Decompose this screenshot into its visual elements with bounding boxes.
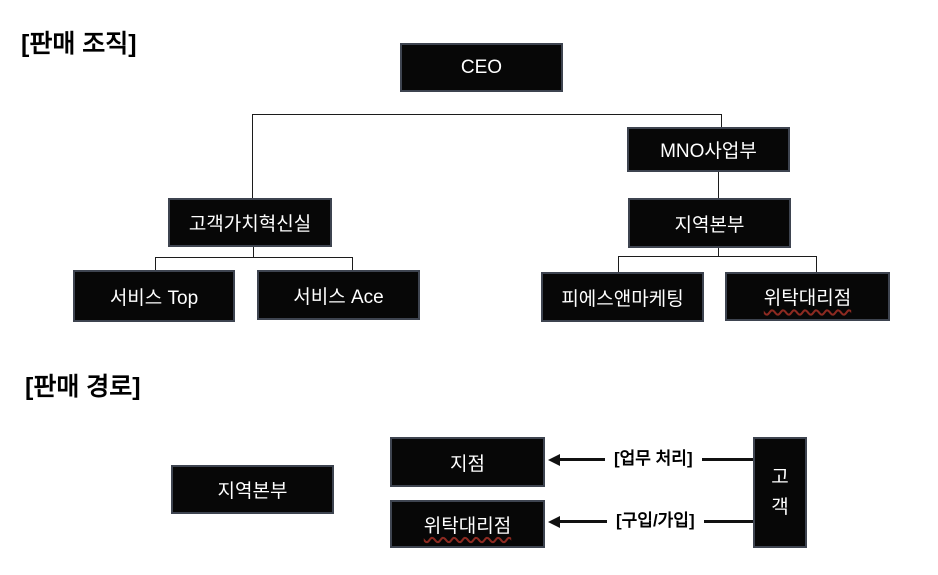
connector-line xyxy=(717,172,719,198)
left-arrowhead-icon xyxy=(548,515,560,528)
channel-node-regional-hq-label: 지역본부 xyxy=(217,481,288,502)
connector-line xyxy=(815,256,817,272)
org-node-regional-hq: 지역본부 xyxy=(628,198,791,248)
org-node-ceo: CEO xyxy=(400,43,563,92)
connector-line xyxy=(351,257,353,271)
connector-line xyxy=(617,256,619,272)
org-node-ps-marketing: 피에스앤마케팅 xyxy=(541,272,704,322)
org-node-ps-marketing-label: 피에스앤마케팅 xyxy=(561,288,684,310)
org-node-ceo-label: CEO xyxy=(460,56,503,78)
connector-line xyxy=(252,247,254,257)
arrow-label-purchase-subscription: [구입/가입] xyxy=(607,510,704,532)
connector-line xyxy=(717,248,719,257)
org-node-service-top-label: 서비스 Top xyxy=(109,287,199,309)
org-node-customer-value-innovation-label: 고객가치혁신실 xyxy=(188,214,312,235)
org-node-consignment-agency-label: 위탁대리점 xyxy=(763,288,852,309)
channel-node-customer-char-1: 고 xyxy=(771,466,789,488)
channel-node-consignment-agency-label: 위탁대리점 xyxy=(423,515,512,537)
org-node-consignment-agency: 위탁대리점 xyxy=(725,272,890,321)
channel-node-branch: 지점 xyxy=(390,437,545,487)
channel-node-regional-hq: 지역본부 xyxy=(171,465,334,514)
org-node-service-top: 서비스 Top xyxy=(73,270,235,322)
org-node-mno-division-label: MNO사업부 xyxy=(660,141,757,162)
connector-line xyxy=(720,114,722,127)
connector-line xyxy=(155,256,352,258)
connector-line xyxy=(251,114,253,198)
channel-node-customer-char-2: 객 xyxy=(771,496,789,518)
connector-line xyxy=(154,257,156,271)
sales-org-section-title: [판매 조직] xyxy=(21,30,137,58)
org-node-mno-division: MNO사업부 xyxy=(627,127,790,172)
connector-line xyxy=(618,255,816,257)
channel-node-branch-label: 지점 xyxy=(450,453,485,475)
connector-line xyxy=(252,113,721,115)
sales-channel-section-title: [판매 경로] xyxy=(25,373,141,401)
arrow-label-business-processing: [업무 처리] xyxy=(605,448,702,470)
channel-node-customer: 고 객 xyxy=(753,437,807,548)
org-node-regional-hq-label: 지역본부 xyxy=(674,214,745,236)
org-node-service-ace-label: 서비스 Ace xyxy=(293,286,384,308)
left-arrowhead-icon xyxy=(548,453,560,466)
channel-node-consignment-agency: 위탁대리점 xyxy=(390,500,545,548)
org-node-service-ace: 서비스 Ace xyxy=(257,270,420,320)
org-node-customer-value-innovation: 고객가치혁신실 xyxy=(168,198,332,247)
